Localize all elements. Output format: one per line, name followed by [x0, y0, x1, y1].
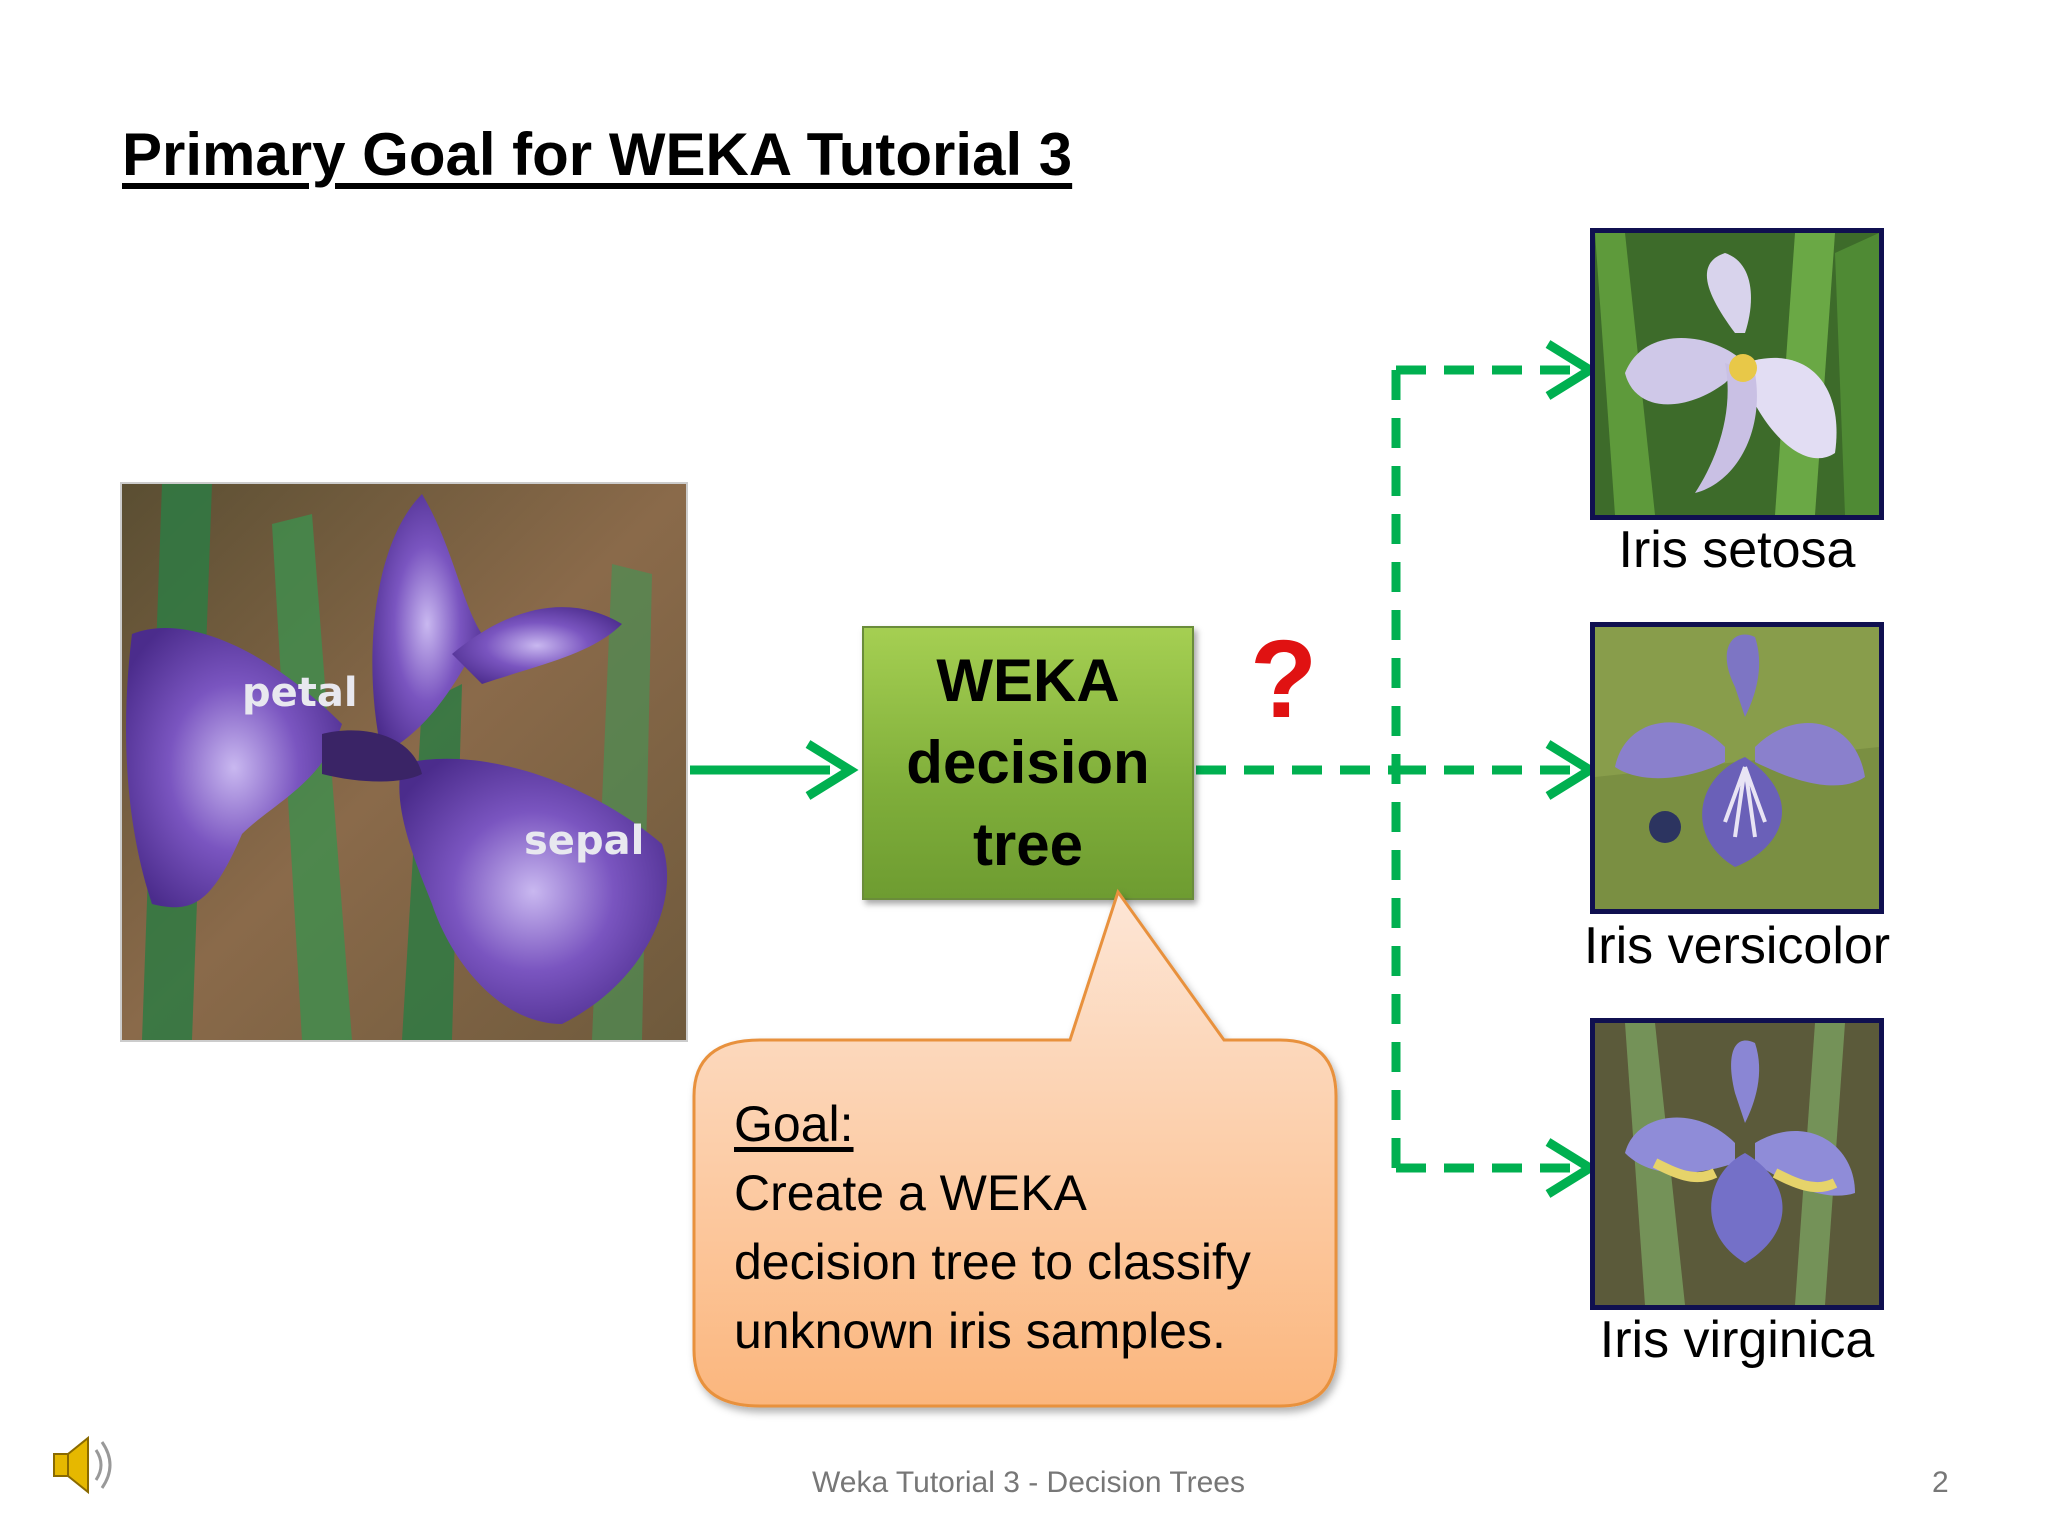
page-number: 2 — [1932, 1466, 1949, 1499]
question-mark: ? — [1250, 618, 1318, 741]
decision-box-line3: tree — [972, 811, 1084, 878]
iris-versicolor-label: Iris versicolor — [1583, 917, 1891, 975]
iris-setosa-label: Iris setosa — [1618, 521, 1856, 579]
speaker-icon[interactable] — [48, 1430, 120, 1500]
footer-title: Weka Tutorial 3 - Decision Trees — [812, 1466, 1245, 1499]
goal-line: decision tree to classify — [734, 1234, 1251, 1290]
iris-setosa-photo — [1590, 228, 1884, 520]
slide-title: Primary Goal for WEKA Tutorial 3 — [122, 121, 1073, 188]
goal-line: unknown iris samples. — [734, 1303, 1226, 1359]
decision-tree-box: WEKA decision tree — [862, 626, 1194, 900]
goal-line: Create a WEKA — [734, 1165, 1087, 1221]
goal-callout-text: Goal: Create a WEKA decision tree to cla… — [734, 1090, 1294, 1366]
goal-heading: Goal: — [734, 1096, 854, 1152]
iris-photo: petal sepal — [120, 482, 688, 1042]
decision-box-line1: WEKA — [936, 647, 1120, 714]
iris-virginica-label: Iris virginica — [1599, 1311, 1875, 1369]
iris-virginica-photo — [1590, 1018, 1884, 1310]
petal-label: petal — [242, 670, 358, 716]
sepal-label: sepal — [524, 818, 644, 864]
decision-box-line2: decision — [906, 729, 1150, 796]
iris-versicolor-photo — [1590, 622, 1884, 914]
